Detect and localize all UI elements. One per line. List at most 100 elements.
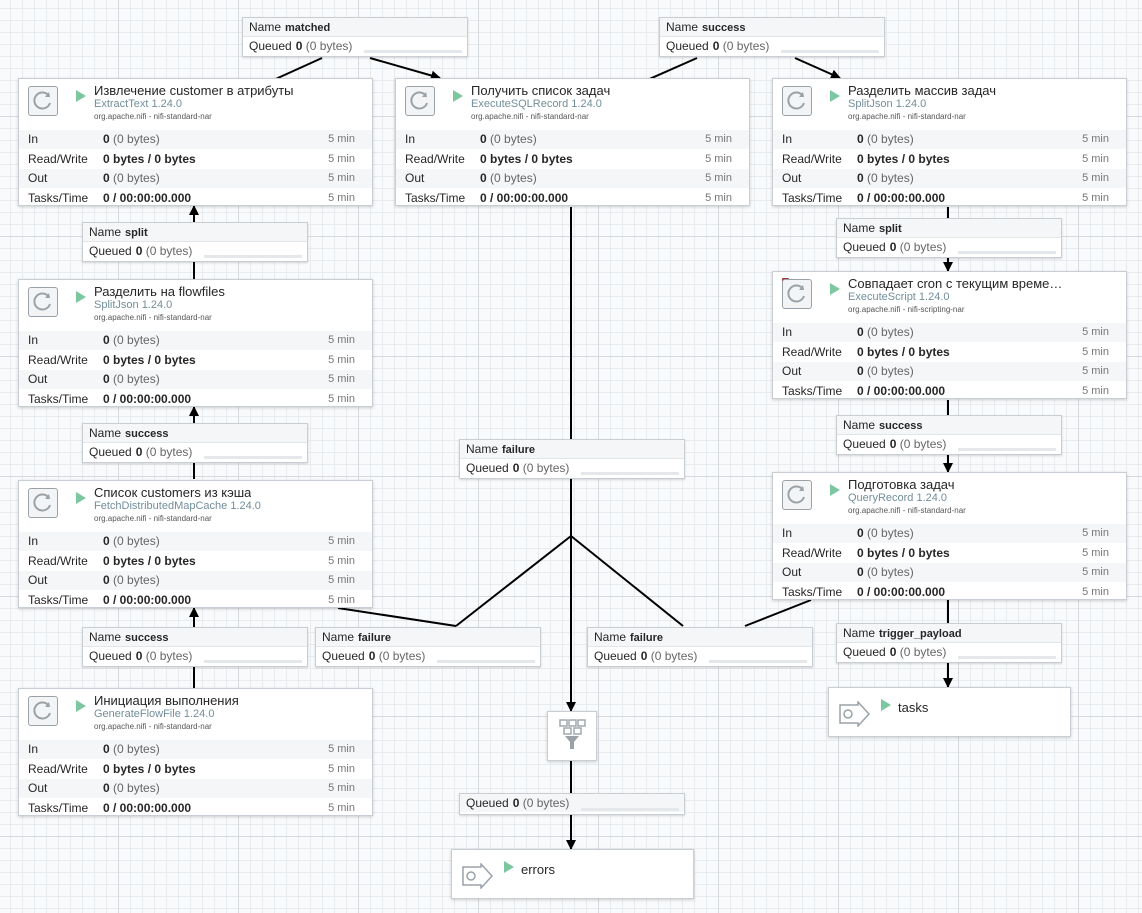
output-port-errors[interactable]: errors [451, 849, 694, 899]
queued-label: Queued [843, 645, 886, 659]
connection-line-failure[interactable] [455, 535, 572, 627]
queued-count: 0 [889, 240, 897, 254]
stat-tasks-label: Tasks/Time [782, 190, 843, 205]
queued-label: Queued [466, 461, 509, 475]
stat-window: 5 min [328, 535, 355, 547]
stat-rw-label: Read/Write [782, 151, 842, 166]
processor-split-task-array[interactable]: Разделить массив задач SplitJson 1.24.0 … [772, 78, 1127, 206]
processor-cron-match[interactable]: Совпадает cron с текущим време… ExecuteS… [772, 271, 1127, 399]
stat-window: 5 min [328, 743, 355, 755]
stat-window: 5 min [1082, 133, 1109, 145]
stat-in-label: In [782, 325, 793, 339]
stat-in-size: (0 bytes) [113, 742, 160, 756]
queued-label: Queued [466, 796, 509, 810]
connection-name: split [879, 223, 902, 235]
processor-fetch-customers-cache[interactable]: Список customers из кэша FetchDistribute… [18, 480, 373, 608]
stat-out-count: 0 [480, 171, 487, 185]
stat-rw-value: 0 bytes / 0 bytes [103, 151, 196, 166]
processor-prepare-tasks[interactable]: Подготовка задач QueryRecord 1.24.0 org.… [772, 472, 1127, 600]
queued-size: (0 bytes) [305, 39, 353, 53]
processor-get-task-list[interactable]: Получить список задач ExecuteSQLRecord 1… [395, 78, 750, 206]
connection-line-success[interactable] [794, 57, 841, 79]
processor-bundle: org.apache.nifi - nifi-scripting-nar [848, 305, 965, 314]
connection-line-failure[interactable] [337, 607, 457, 627]
connection-name: split [125, 227, 148, 239]
stat-window: 5 min [328, 353, 355, 366]
connection-line-failure[interactable] [744, 599, 812, 627]
stat-tasks-value: 0 / 00:00:00.000 [857, 584, 946, 599]
stat-tasks-value: 0 / 00:00:00.000 [103, 800, 192, 815]
stat-tasks-label: Tasks/Time [782, 584, 843, 599]
queued-count: 0 [135, 649, 143, 663]
stat-tasks-value: 0 / 00:00:00.000 [103, 592, 192, 607]
queued-count: 0 [512, 461, 520, 475]
processor-type: ExecuteScript 1.24.0 [848, 291, 950, 303]
connection-name: matched [285, 22, 331, 34]
processor-extract-customer[interactable]: Извлечение customer в атрибуты ExtractTe… [18, 78, 373, 206]
funnel[interactable] [547, 711, 597, 761]
processor-icon [28, 488, 58, 518]
connection-name: success [125, 428, 169, 440]
stat-window: 5 min [1082, 527, 1109, 539]
stat-in-count: 0 [857, 526, 864, 540]
run-icon [830, 283, 840, 295]
stat-out-size: (0 bytes) [113, 573, 160, 587]
name-label: Name [843, 221, 876, 235]
stat-in-size: (0 bytes) [867, 132, 914, 146]
processor-name: Совпадает cron с текущим време… [848, 276, 1063, 291]
stat-window: 5 min [328, 392, 355, 405]
processor-initiate-execution[interactable]: Инициация выполнения GenerateFlowFile 1.… [18, 688, 373, 816]
stat-tasks-value: 0 / 00:00:00.000 [480, 190, 569, 205]
processor-bundle: org.apache.nifi - nifi-standard-nar [848, 506, 966, 515]
run-icon [881, 699, 891, 711]
stat-window: 5 min [328, 373, 355, 385]
stat-window: 5 min [1082, 152, 1109, 165]
output-port-icon [839, 701, 871, 727]
stat-window: 5 min [328, 762, 355, 775]
queued-count: 0 [889, 645, 897, 659]
run-icon [504, 861, 514, 873]
stat-window: 5 min [328, 133, 355, 145]
stat-out-count: 0 [103, 573, 110, 587]
output-port-tasks[interactable]: tasks [828, 687, 1071, 737]
stat-tasks-label: Tasks/Time [782, 383, 843, 398]
connection-line-failure[interactable] [570, 535, 684, 627]
stat-window: 5 min [328, 574, 355, 586]
queued-count: 0 [889, 437, 897, 451]
processor-type: ExtractText 1.24.0 [94, 98, 183, 110]
stat-in-size: (0 bytes) [113, 534, 160, 548]
stat-out-label: Out [28, 573, 48, 587]
run-icon [76, 90, 86, 102]
port-name: errors [521, 862, 555, 877]
stat-window: 5 min [328, 593, 355, 606]
queued-size: (0 bytes) [722, 39, 770, 53]
queue-bar [204, 660, 302, 663]
stat-tasks-value: 0 / 00:00:00.000 [857, 383, 946, 398]
queued-size: (0 bytes) [899, 645, 947, 659]
stat-window: 5 min [1082, 566, 1109, 578]
stat-in-label: In [782, 132, 793, 146]
stat-out-label: Out [28, 781, 48, 795]
name-label: Name [249, 20, 282, 34]
connection-name: success [702, 22, 746, 34]
connection-line-matched[interactable] [369, 57, 441, 81]
processor-split-flowfiles[interactable]: Разделить на flowfiles SplitJson 1.24.0 … [18, 279, 373, 407]
stat-out-size: (0 bytes) [113, 372, 160, 386]
queue-bar [781, 50, 879, 53]
stat-out-label: Out [782, 364, 802, 378]
queued-size: (0 bytes) [522, 461, 570, 475]
queue-bar [958, 251, 1056, 254]
stat-in-size: (0 bytes) [490, 132, 537, 146]
